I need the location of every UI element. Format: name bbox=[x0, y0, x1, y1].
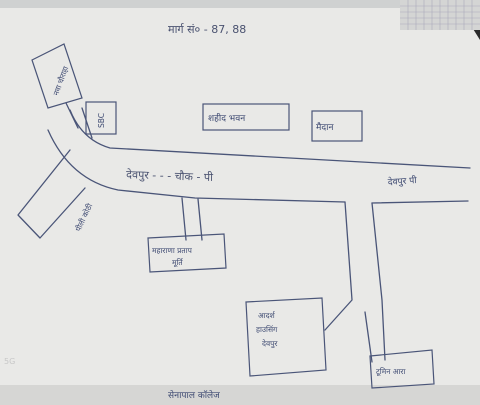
bottom-right-box-label: टूमिन आरा bbox=[376, 367, 406, 377]
grid-paper-corner bbox=[400, 0, 480, 30]
sbc-label: SBC bbox=[97, 113, 106, 128]
header-title: मार्ग सं० - 87, 88 bbox=[168, 23, 246, 36]
mid-landmark-box: महाराणा प्रताप मूर्ति bbox=[147, 233, 227, 273]
center-box-label-line1: आदर्श bbox=[258, 311, 276, 320]
center-box-label-line2: हाउसिंग bbox=[256, 325, 278, 334]
paper-bottom-shadow bbox=[0, 385, 480, 405]
top-center-landmark-box: शहीद भवन bbox=[202, 103, 290, 131]
center-landmark-box: आदर्श हाउसिंग देवपुर bbox=[245, 297, 327, 377]
mid-box-label-line2: मूर्ति bbox=[172, 258, 183, 268]
paper-top-edge bbox=[0, 0, 480, 8]
top-center-box-label: शहीद भवन bbox=[208, 112, 246, 124]
bottom-right-landmark-box: टूमिन आरा bbox=[369, 349, 435, 389]
right-road-label: देवपुर पी bbox=[387, 174, 417, 188]
main-road-label: देवपुर - - - चौक - पी bbox=[126, 168, 213, 184]
top-right-box-label: मैदान bbox=[316, 121, 334, 133]
status-bar-text: 5G bbox=[4, 357, 15, 366]
sbc-box: SBC bbox=[85, 101, 117, 135]
center-box-label-line3: देवपुर bbox=[262, 339, 278, 349]
bottom-label: सेनापाल कॉलेज bbox=[168, 389, 220, 401]
mid-box-label-line1: महाराणा प्रताप bbox=[152, 246, 193, 255]
top-right-landmark-box: मैदान bbox=[311, 110, 363, 142]
road-lines bbox=[17, 102, 471, 363]
